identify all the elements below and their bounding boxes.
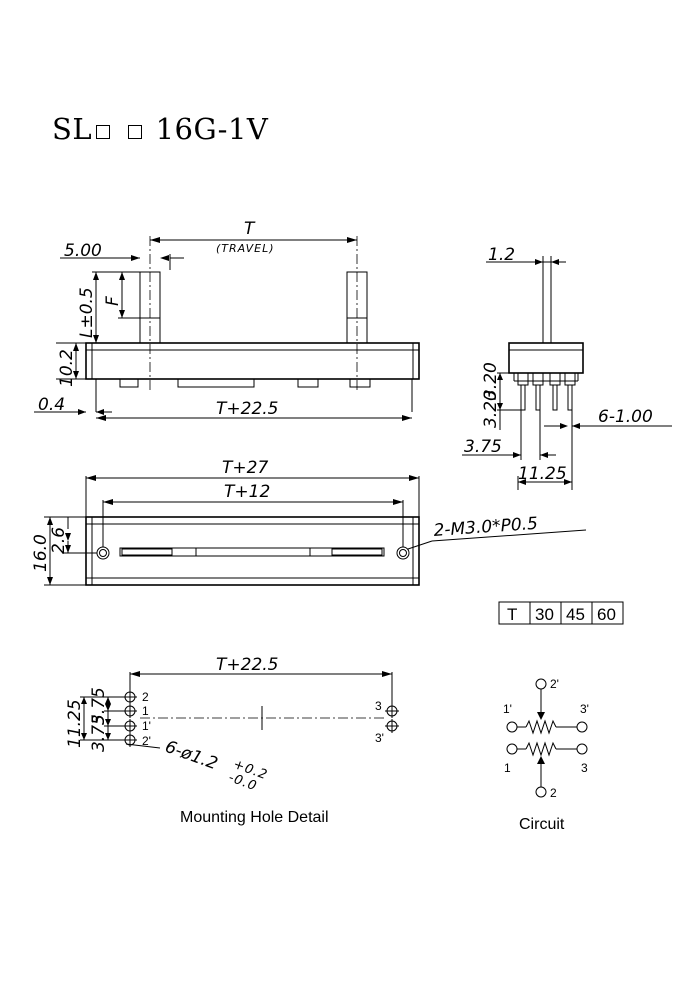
dim-T-27: T+27	[222, 458, 268, 478]
mounting-hole-detail: 2 1 1' 2' 3 3' T+22.5 11.25 3.75 3.75 6-…	[65, 655, 399, 826]
end-lever	[542, 261, 552, 344]
terminal-1	[506, 743, 518, 755]
title-prefix: SL	[52, 112, 93, 146]
dim-thread: 2-M3.0*P0.5	[433, 514, 539, 541]
travel-table: T 30 45 60	[498, 601, 624, 625]
title-suffix: 16G-1V	[155, 112, 269, 146]
table-header-T: T	[507, 605, 517, 624]
terminal-3	[576, 743, 588, 755]
dim-T-12: T+12	[224, 482, 270, 502]
mount-hole-right	[396, 546, 410, 560]
hole-2-prime	[123, 733, 137, 747]
dim-10-2: 10.2	[57, 349, 77, 387]
dim-L: L±0.5	[77, 287, 97, 338]
dim-travel: T	[244, 219, 256, 239]
dim-6-1-00: 6-1.00	[598, 407, 653, 427]
dim-holes: 6-ø1.2	[162, 737, 220, 774]
pin-label-3-prime: 3'	[375, 731, 384, 745]
circuit-label-1: 1	[504, 761, 511, 775]
dim-mount-11-25: 11.25	[65, 699, 85, 748]
terminal-3-prime	[576, 721, 588, 733]
dim-0-4: 0.4	[38, 395, 65, 415]
dim-travel-note: (TRAVEL)	[216, 242, 275, 255]
side-body	[85, 342, 420, 380]
dim-2-6: 2.6	[49, 527, 69, 554]
pin-label-1-prime: 1'	[142, 719, 151, 733]
circuit-diagram: 2' 1' 3' 1 3 2 Circuit	[503, 677, 589, 833]
pin-label-3: 3	[375, 699, 382, 713]
mount-hole-left	[96, 546, 110, 560]
table-value-60: 60	[597, 605, 616, 624]
dim-3-20-b: 3.20	[481, 390, 501, 428]
hole-3-prime	[385, 719, 399, 733]
dim-mount-length: T+22.5	[216, 655, 278, 675]
top-body	[85, 516, 420, 586]
circuit-label-1-prime: 1'	[503, 702, 512, 716]
dim-3-75-end: 3.75	[464, 437, 502, 457]
pin-label-2: 2	[142, 690, 149, 704]
circuit-label-2-prime: 2'	[550, 677, 559, 691]
circuit-label-3-prime: 3'	[580, 702, 589, 716]
circuit-label-3: 3	[581, 761, 588, 775]
dim-mount-3-75-a: 3.75	[89, 687, 109, 725]
end-view: 1.2 3.20 3.20 6-1.00 3.75 11.25	[462, 245, 672, 490]
pin-label-1: 1	[142, 704, 149, 718]
circuit-caption: Circuit	[519, 816, 565, 833]
mounting-caption: Mounting Hole Detail	[180, 809, 329, 826]
hole-1-prime	[123, 719, 137, 733]
placeholder-box-2	[127, 125, 142, 139]
part-number-title: SL 16G-1V	[52, 112, 268, 146]
hole-2	[123, 690, 137, 704]
table-value-30: 30	[535, 605, 554, 624]
hole-1	[123, 704, 137, 718]
side-view: T (TRAVEL) 5.00 F L±0.5 10.2 0.4 T+2	[34, 219, 420, 421]
terminal-2-prime	[535, 678, 547, 690]
placeholder-box-1	[96, 125, 111, 139]
dim-3-20-a: 3.20	[481, 362, 501, 400]
dim-11-25-end: 11.25	[518, 464, 567, 484]
hole-3	[385, 704, 399, 718]
terminal-1-prime	[506, 721, 518, 733]
pin-label-2-prime: 2'	[142, 734, 151, 748]
dim-5-00: 5.00	[64, 241, 102, 261]
circuit-label-2: 2	[550, 786, 557, 800]
dim-F: F	[103, 296, 123, 306]
table-value-45: 45	[566, 605, 585, 624]
dim-mount-3-75-b: 3.75	[89, 714, 109, 752]
slider-slot	[119, 547, 385, 557]
end-body	[508, 342, 584, 374]
dim-16-0: 16.0	[31, 534, 51, 572]
top-view: T+27 T+12 16.0 2.6 2-M3.0*P0.5	[31, 458, 587, 586]
dim-1-2: 1.2	[488, 245, 515, 265]
dim-side-length: T+22.5	[216, 399, 278, 419]
terminal-2	[535, 786, 547, 798]
